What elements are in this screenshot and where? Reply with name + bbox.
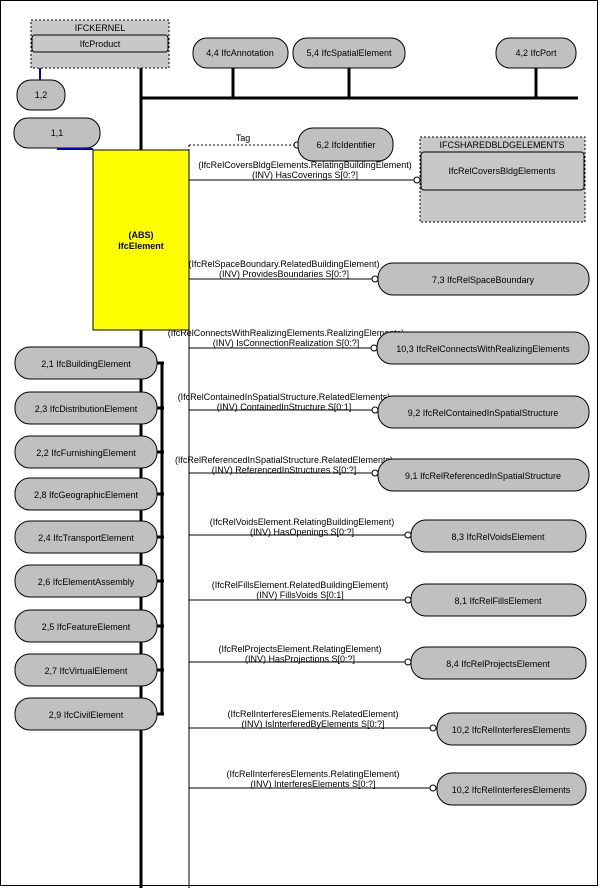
node-rel-interferes-label: 10,2 IfcRelInterferesElements: [452, 785, 571, 795]
subtype-node[interactable]: 2,5 IfcFeatureElement: [14, 609, 158, 643]
relation-interfered-by-inverse: (INV) IsInterferedByElements S[0:?]: [241, 719, 384, 729]
subtype-node[interactable]: 2,1 IfcBuildingElement: [14, 346, 158, 380]
relation-referenced-role: (IfcRelReferencedInSpatialStructure.Rela…: [175, 455, 393, 465]
node-rel-interfered-by-label: 10,2 IfcRelInterferesElements: [452, 725, 571, 735]
page-ref-b[interactable]: 1,1: [13, 117, 101, 149]
subtype-node[interactable]: 2,4 IfcTransportElement: [14, 520, 158, 554]
subtype-node-label: 2,4 IfcTransportElement: [38, 533, 134, 543]
relation-fills-inverse: (INV) FillsVoids S[0:1]: [256, 590, 344, 600]
subtype-node-label: 2,6 IfcElementAssembly: [38, 577, 135, 587]
node-rel-contained[interactable]: 9,2 IfcRelContainedInSpatialStructure: [377, 395, 590, 429]
node-rel-voids[interactable]: 8,3 IfcRelVoidsElement: [410, 519, 587, 553]
relation-projects-inverse: (INV) HasProjections S[0:?]: [245, 654, 355, 664]
relation-interferes-inverse: (INV) InterferesElements S[0:?]: [250, 779, 375, 789]
node-spatial-element[interactable]: 5,4 IfcSpatialElement: [292, 37, 406, 69]
node-rel-interferes[interactable]: 10,2 IfcRelInterferesElements: [436, 772, 587, 806]
relation-voids-inverse: (INV) HasOpenings S[0:?]: [250, 527, 354, 537]
relation-space-boundary-role: (IfcRelSpaceBoundary.RelatedBuildingElem…: [189, 259, 380, 269]
subtype-node-label: 2,7 IfcVirtualElement: [45, 666, 128, 676]
node-rel-space-boundary-label: 7,3 IfcRelSpaceBoundary: [432, 275, 535, 285]
node-rel-interfered-by[interactable]: 10,2 IfcRelInterferesElements: [436, 712, 587, 746]
subtype-node-label: 2,9 IfcCivilElement: [49, 710, 124, 720]
node-rel-connects[interactable]: 10,3 IfcRelConnectsWithRealizingElements: [376, 331, 590, 365]
subtype-node-label: 2,5 IfcFeatureElement: [42, 622, 131, 632]
relation-contained-inverse: (INV) ContainedInStructure S[0:1]: [217, 402, 352, 412]
page-ref-a-label: 1,2: [35, 90, 48, 100]
relation-connects-inverse: (INV) IsConnectionRealization S[0:?]: [213, 338, 360, 348]
node-rel-contained-label: 9,2 IfcRelContainedInSpatialStructure: [408, 408, 559, 418]
subtype-node-label: 2,1 IfcBuildingElement: [41, 359, 131, 369]
subtype-node[interactable]: 2,7 IfcVirtualElement: [14, 653, 158, 687]
subtype-node[interactable]: 2,9 IfcCivilElement: [14, 697, 158, 731]
node-rel-space-boundary[interactable]: 7,3 IfcRelSpaceBoundary: [377, 262, 590, 296]
node-port[interactable]: 4,2 IfcPort: [495, 37, 577, 69]
relation-connects-role: (IfcRelConnectsWithRealizingElements.Rea…: [168, 328, 405, 338]
node-rel-projects[interactable]: 8,4 IfcRelProjectsElement: [410, 646, 587, 680]
entity-ifcelement[interactable]: (ABS) IfcElement: [92, 149, 190, 331]
relation-voids-role: (IfcRelVoidsElement.RelatingBuildingElem…: [210, 517, 395, 527]
kernel-entity-label: IfcProduct: [80, 39, 121, 49]
subtype-node[interactable]: 2,8 IfcGeographicElement: [14, 477, 158, 511]
node-rel-voids-label: 8,3 IfcRelVoidsElement: [451, 532, 545, 542]
node-annotation[interactable]: 4,4 IfcAnnotation: [192, 37, 289, 69]
node-rel-referenced[interactable]: 9,1 IfcRelReferencedInSpatialStructure: [377, 458, 590, 492]
relation-covers-role: (IfcRelCoversBldgElements.RelatingBuildi…: [198, 160, 412, 170]
subtype-node-label: 2,8 IfcGeographicElement: [34, 490, 139, 500]
shared-schema-title: IFCSHAREDBLDGELEMENTS: [439, 140, 564, 150]
node-port-label: 4,2 IfcPort: [515, 48, 557, 58]
node-rel-projects-label: 8,4 IfcRelProjectsElement: [446, 659, 550, 669]
subtype-node[interactable]: 2,2 IfcFurnishingElement: [14, 435, 158, 469]
kernel-schema-title: IFCKERNEL: [75, 23, 126, 33]
subtype-node-label: 2,2 IfcFurnishingElement: [36, 448, 136, 458]
relation-contained-role: (IfcRelContainedInSpatialStructure.Relat…: [178, 392, 391, 402]
page-ref-a[interactable]: 1,2: [16, 79, 66, 111]
subtype-node-label: 2,3 IfcDistributionElement: [35, 404, 138, 414]
relation-covers-inverse: (INV) HasCoverings S[0:?]: [252, 170, 358, 180]
node-rel-fills-label: 8,1 IfcRelFillsElement: [454, 596, 542, 606]
page-ref-b-label: 1,1: [51, 128, 64, 138]
subtype-node[interactable]: 2,6 IfcElementAssembly: [14, 564, 158, 598]
tag-attribute-label: Tag: [236, 133, 251, 143]
node-rel-referenced-label: 9,1 IfcRelReferencedInSpatialStructure: [405, 471, 561, 481]
shared-entity-label: IfcRelCoversBldgElements: [448, 166, 556, 176]
node-identifier[interactable]: 6,2 IfcIdentifier: [297, 127, 394, 162]
entity-abstract-marker: (ABS): [129, 230, 154, 240]
relation-interferes-role: (IfcRelInterferesElements.RelatingElemen…: [226, 769, 399, 779]
relation-fills-role: (IfcRelFillsElement.RelatedBuildingEleme…: [212, 580, 389, 590]
relation-referenced-inverse: (INV) ReferencedInStructures S[0:?]: [212, 465, 357, 475]
kernel-schema-box[interactable]: IFCKERNEL IfcProduct: [30, 19, 170, 69]
relation-projects-role: (IfcRelProjectsElement.RelatingElement): [218, 644, 381, 654]
node-rel-fills[interactable]: 8,1 IfcRelFillsElement: [410, 583, 587, 617]
node-rel-connects-label: 10,3 IfcRelConnectsWithRealizingElements: [396, 344, 570, 354]
node-annotation-label: 4,4 IfcAnnotation: [206, 48, 274, 58]
node-spatial-element-label: 5,4 IfcSpatialElement: [306, 48, 392, 58]
node-identifier-label: 6,2 IfcIdentifier: [316, 140, 375, 150]
relation-interfered-by-role: (IfcRelInterferesElements.RelatedElement…: [227, 709, 398, 719]
relation-space-boundary-inverse: (INV) ProvidesBoundaries S[0:?]: [219, 269, 349, 279]
entity-name: IfcElement: [118, 241, 164, 251]
subtype-node[interactable]: 2,3 IfcDistributionElement: [14, 391, 158, 425]
shared-schema-box[interactable]: IFCSHAREDBLDGELEMENTS IfcRelCoversBldgEl…: [419, 136, 586, 223]
